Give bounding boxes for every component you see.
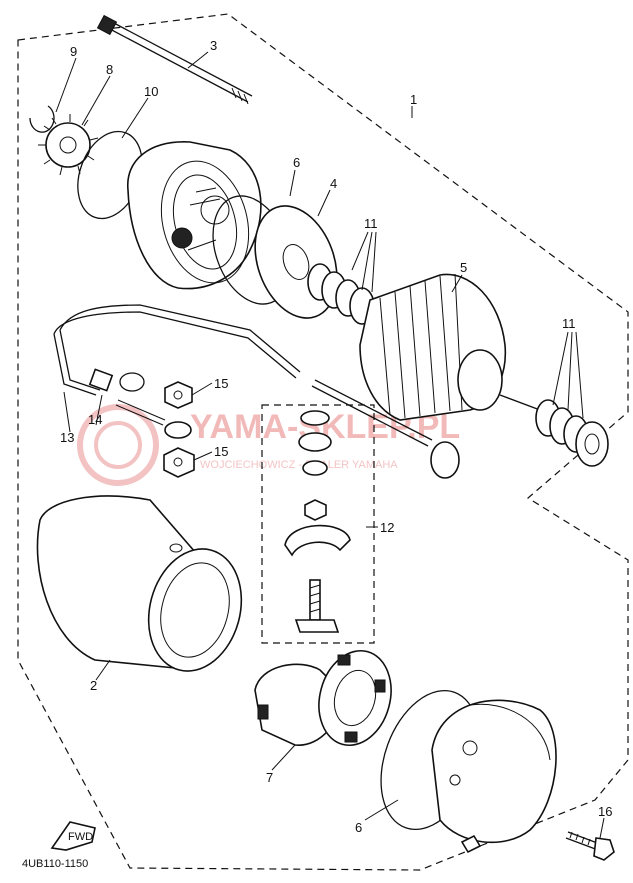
callout-6-lower: 6: [355, 820, 362, 835]
nuts-washers-left: [163, 381, 195, 478]
front-arrow-label: FWD: [68, 831, 93, 843]
drawing-code: 4UB110-1150: [22, 858, 88, 870]
callout-12: 12: [380, 520, 394, 535]
callout-3: 3: [210, 38, 217, 53]
rear-cover: [380, 689, 557, 854]
rear-bolt: [565, 831, 615, 861]
front-direction-arrow: FWD: [50, 821, 96, 851]
leader-lines: [55, 51, 605, 839]
terminal-kit-parts: [284, 410, 351, 633]
armature: [359, 273, 541, 421]
callout-4: 4: [330, 176, 337, 191]
callout-11-left: 11: [364, 216, 378, 231]
lead-cable: [53, 304, 301, 426]
callout-10: 10: [144, 84, 158, 99]
front-cover: [127, 141, 262, 290]
callout-5: 5: [460, 260, 467, 275]
callout-labels: 1 2 3 4 5 6 6 7 8 9 10 11 11 12 13 14 15…: [60, 38, 612, 835]
watermark-subtitle: WOJCIECHOWICZ - DEALER YAMAHA: [200, 459, 398, 471]
yoke: [36, 495, 243, 672]
callout-13: 13: [60, 430, 74, 445]
callout-8: 8: [106, 62, 113, 77]
callout-15-lower: 15: [214, 444, 228, 459]
callout-15-upper: 15: [214, 376, 228, 391]
callout-14: 14: [88, 412, 102, 427]
callout-11-right: 11: [562, 316, 576, 331]
assembly-boundary: [17, 13, 629, 871]
callout-6-upper: 6: [293, 155, 300, 170]
callout-2: 2: [90, 678, 97, 693]
shim-set-right: [535, 399, 609, 467]
callout-7: 7: [266, 770, 273, 785]
callout-9: 9: [70, 44, 77, 59]
shim-set-left: [307, 263, 375, 325]
callout-16: 16: [598, 804, 612, 819]
pinion-group: [29, 105, 143, 220]
terminal-kit-boundary: [261, 404, 375, 644]
callout-1: 1: [410, 92, 417, 107]
brush-holder: [254, 649, 392, 747]
through-bolt: [96, 14, 253, 105]
terminal-rod: [311, 379, 460, 479]
